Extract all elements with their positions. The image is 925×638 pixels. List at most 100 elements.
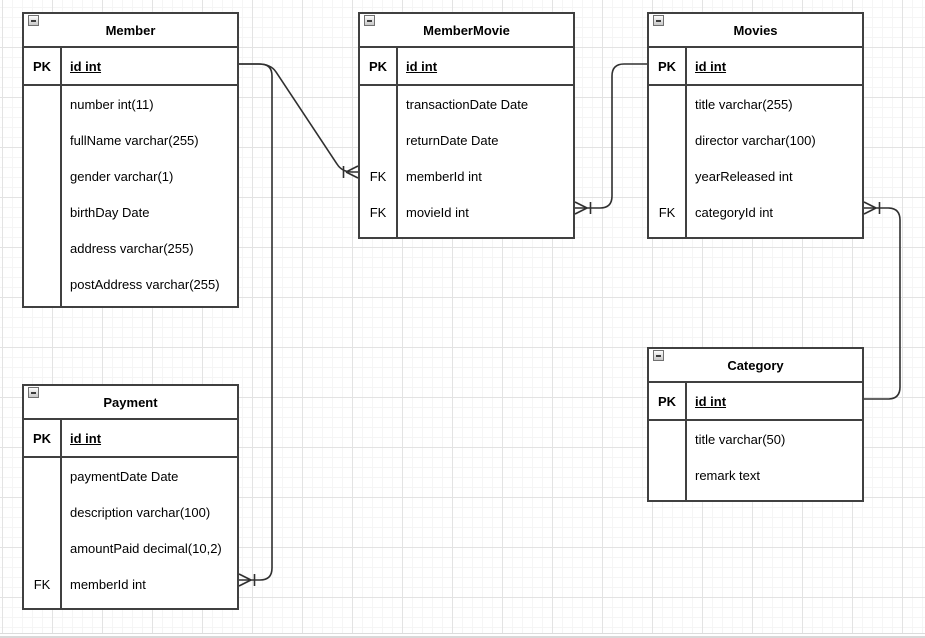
table-filler bbox=[360, 230, 573, 237]
table-row[interactable]: fullName varchar(255) bbox=[24, 122, 237, 158]
pk-field: id int bbox=[695, 393, 727, 409]
pk-label: PK bbox=[24, 420, 62, 456]
entity-title: Member bbox=[105, 22, 156, 38]
key-label bbox=[649, 457, 687, 493]
entity-table-member[interactable]: Member PK id int number int(11) fullName… bbox=[22, 12, 239, 308]
key-label bbox=[360, 86, 398, 122]
field-label: postAddress varchar(255) bbox=[70, 276, 220, 292]
entity-table-category[interactable]: Category PK id int title varchar(50) rem… bbox=[647, 347, 864, 502]
table-row[interactable]: PK id int bbox=[649, 383, 862, 421]
table-row[interactable]: description varchar(100) bbox=[24, 494, 237, 530]
collapse-icon[interactable] bbox=[364, 15, 375, 26]
key-label bbox=[649, 421, 687, 457]
entity-header: Movies bbox=[649, 14, 862, 48]
field-label: yearReleased int bbox=[695, 168, 793, 184]
page-edge bbox=[0, 633, 925, 634]
table-row[interactable]: title varchar(50) bbox=[649, 421, 862, 457]
table-row[interactable]: address varchar(255) bbox=[24, 230, 237, 266]
table-row[interactable]: yearReleased int bbox=[649, 158, 862, 194]
table-row[interactable]: FK categoryId int bbox=[649, 194, 862, 230]
table-row[interactable]: transactionDate Date bbox=[360, 86, 573, 122]
field-label: memberId int bbox=[406, 168, 482, 184]
crowsfoot-many-membermovie-movieid bbox=[574, 201, 592, 215]
table-row[interactable]: returnDate Date bbox=[360, 122, 573, 158]
key-label bbox=[24, 494, 62, 530]
page-bottom-edge bbox=[0, 636, 925, 638]
key-label bbox=[649, 122, 687, 158]
table-row[interactable]: remark text bbox=[649, 457, 862, 493]
field-label: remark text bbox=[695, 467, 761, 483]
key-label bbox=[649, 158, 687, 194]
field-label: number int(11) bbox=[70, 96, 154, 112]
table-row[interactable]: title varchar(255) bbox=[649, 86, 862, 122]
pk-field: id int bbox=[695, 58, 727, 74]
table-row[interactable]: postAddress varchar(255) bbox=[24, 266, 237, 302]
table-row[interactable]: director varchar(100) bbox=[649, 122, 862, 158]
table-row[interactable]: paymentDate Date bbox=[24, 458, 237, 494]
crowsfoot-many-membermovie-memberid bbox=[342, 165, 359, 179]
table-row[interactable]: PK id int bbox=[24, 48, 237, 86]
pk-field: id int bbox=[70, 58, 102, 74]
table-row[interactable]: PK id int bbox=[649, 48, 862, 86]
table-row[interactable]: PK id int bbox=[24, 420, 237, 458]
relationship-member-payment[interactable] bbox=[239, 63, 273, 581]
field-label: paymentDate Date bbox=[70, 468, 179, 484]
key-label bbox=[24, 530, 62, 566]
key-label bbox=[24, 158, 62, 194]
field-label: title varchar(255) bbox=[695, 96, 793, 112]
entity-header: MemberMovie bbox=[360, 14, 573, 48]
pk-label: PK bbox=[649, 383, 687, 419]
collapse-icon[interactable] bbox=[28, 15, 39, 26]
field-label: gender varchar(1) bbox=[70, 168, 174, 184]
key-label bbox=[24, 266, 62, 302]
pk-field: id int bbox=[70, 430, 102, 446]
key-label bbox=[24, 86, 62, 122]
pk-label: PK bbox=[649, 48, 687, 84]
entity-header: Member bbox=[24, 14, 237, 48]
field-label: title varchar(50) bbox=[695, 431, 786, 447]
table-row[interactable]: FK memberId int bbox=[360, 158, 573, 194]
key-label bbox=[24, 230, 62, 266]
table-row[interactable]: gender varchar(1) bbox=[24, 158, 237, 194]
collapse-icon[interactable] bbox=[653, 15, 664, 26]
entity-table-payment[interactable]: Payment PK id int paymentDate Date descr… bbox=[22, 384, 239, 610]
entity-title: Payment bbox=[103, 394, 158, 410]
field-label: memberId int bbox=[70, 576, 146, 592]
field-label: amountPaid decimal(10,2) bbox=[70, 540, 222, 556]
table-row[interactable]: FK memberId int bbox=[24, 566, 237, 602]
entity-title: Movies bbox=[733, 22, 778, 38]
entity-table-membermovie[interactable]: MemberMovie PK id int transactionDate Da… bbox=[358, 12, 575, 239]
relationship-movies-membermovie[interactable] bbox=[575, 63, 647, 209]
field-label: movieId int bbox=[406, 204, 469, 220]
pk-field: id int bbox=[406, 58, 438, 74]
key-label bbox=[649, 86, 687, 122]
table-row[interactable]: number int(11) bbox=[24, 86, 237, 122]
key-label bbox=[24, 194, 62, 230]
key-label bbox=[360, 122, 398, 158]
field-label: categoryId int bbox=[695, 204, 774, 220]
collapse-icon[interactable] bbox=[653, 350, 664, 361]
table-row[interactable]: birthDay Date bbox=[24, 194, 237, 230]
field-label: birthDay Date bbox=[70, 204, 150, 220]
collapse-icon[interactable] bbox=[28, 387, 39, 398]
field-label: transactionDate Date bbox=[406, 96, 529, 112]
entity-header: Payment bbox=[24, 386, 237, 420]
field-label: director varchar(100) bbox=[695, 132, 816, 148]
table-row[interactable]: PK id int bbox=[360, 48, 573, 86]
fk-label: FK bbox=[649, 194, 687, 230]
table-filler bbox=[24, 602, 237, 608]
entity-title: Category bbox=[727, 357, 784, 373]
field-label: returnDate Date bbox=[406, 132, 499, 148]
pk-label: PK bbox=[360, 48, 398, 84]
key-label bbox=[24, 458, 62, 494]
table-row[interactable]: amountPaid decimal(10,2) bbox=[24, 530, 237, 566]
entity-table-movies[interactable]: Movies PK id int title varchar(255) dire… bbox=[647, 12, 864, 239]
crowsfoot-many-payment-memberid bbox=[238, 573, 256, 587]
relationship-category-movies[interactable] bbox=[864, 207, 901, 400]
table-row[interactable]: FK movieId int bbox=[360, 194, 573, 230]
fk-label: FK bbox=[24, 566, 62, 602]
pk-label: PK bbox=[24, 48, 62, 84]
fk-label: FK bbox=[360, 194, 398, 230]
